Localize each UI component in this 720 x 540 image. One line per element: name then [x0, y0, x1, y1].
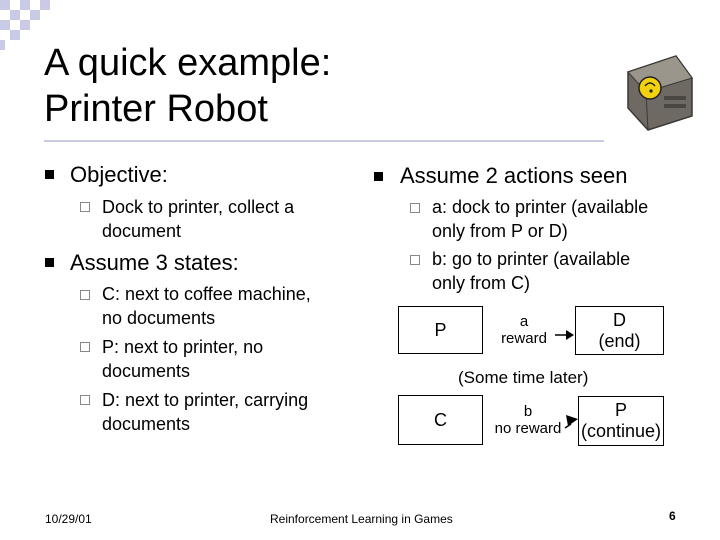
reward-label-bottom: no reward [494, 420, 562, 437]
action-b-line-2: only from C) [432, 273, 531, 293]
state-p-line-2: documents [102, 361, 191, 381]
state-d-box-line-1: D [613, 309, 626, 330]
checkbox-bullet-icon [80, 202, 90, 212]
transition-label-top: a reward [487, 313, 561, 347]
arrow-head-top [566, 330, 574, 340]
title-line-1: A quick example: [44, 42, 332, 84]
checkbox-bullet-icon [80, 395, 90, 405]
state-box-d: D (end) [575, 306, 664, 355]
objective-text: Dock to printer, collect a document [102, 195, 294, 243]
bullet-marker [45, 258, 54, 267]
robot-icon [620, 44, 696, 138]
state-d-line-1: D: next to printer, carrying [102, 390, 309, 410]
footer-course: Reinforcement Learning in Games [270, 512, 453, 526]
bullet-marker [45, 170, 54, 179]
checkbox-bullet-icon [80, 290, 90, 300]
states-heading: Assume 3 states: [70, 250, 239, 275]
footer-date: 10/29/01 [45, 512, 92, 526]
action-label-b: b [523, 403, 533, 420]
state-p-line-1: P: next to printer, no [102, 337, 264, 357]
slide-title: A quick example: Printer Robot [44, 40, 331, 132]
checkbox-bullet-icon [410, 255, 420, 265]
action-a-line-2: only from P or D) [432, 221, 568, 241]
bullet-marker [374, 172, 383, 181]
actions-heading: Assume 2 actions seen [400, 163, 628, 188]
state-p-box-line-2: (continue) [580, 421, 662, 441]
state-c: C: next to coffee machine, no documents [102, 282, 311, 330]
state-box-p-continue: P (continue) [578, 396, 664, 446]
action-label-a: a [519, 313, 529, 330]
state-box-p: P [398, 306, 483, 354]
title-line-2: Printer Robot [44, 88, 268, 130]
state-c-line-1: C: next to coffee machine, [102, 284, 311, 304]
state-d: D: next to printer, carrying documents [102, 388, 308, 436]
transition-label-bottom: b no reward [488, 403, 568, 437]
objective-line-1: Dock to printer, collect a [102, 197, 295, 217]
state-d-line-2: documents [102, 414, 191, 434]
title-rule [44, 140, 604, 142]
objective-line-2: document [102, 221, 182, 241]
action-b-line-1: b: go to printer (available [432, 249, 631, 269]
action-a-line-1: a: dock to printer (available [432, 197, 649, 217]
state-d-box-line-2: (end) [598, 330, 641, 351]
state-p-box-line-1: P [614, 400, 627, 420]
objective-heading: Objective: [70, 162, 168, 187]
time-note: (Some time later) [458, 368, 589, 387]
state-box-c: C [398, 395, 483, 445]
action-b: b: go to printer (available only from C) [432, 247, 630, 295]
page-number: 6 [669, 509, 676, 523]
state-c-line-2: no documents [102, 308, 216, 328]
checkbox-bullet-icon [80, 342, 90, 352]
reward-label-top: reward [501, 330, 547, 347]
action-a: a: dock to printer (available only from … [432, 195, 648, 243]
checkbox-bullet-icon [410, 203, 420, 213]
state-p: P: next to printer, no documents [102, 335, 263, 383]
